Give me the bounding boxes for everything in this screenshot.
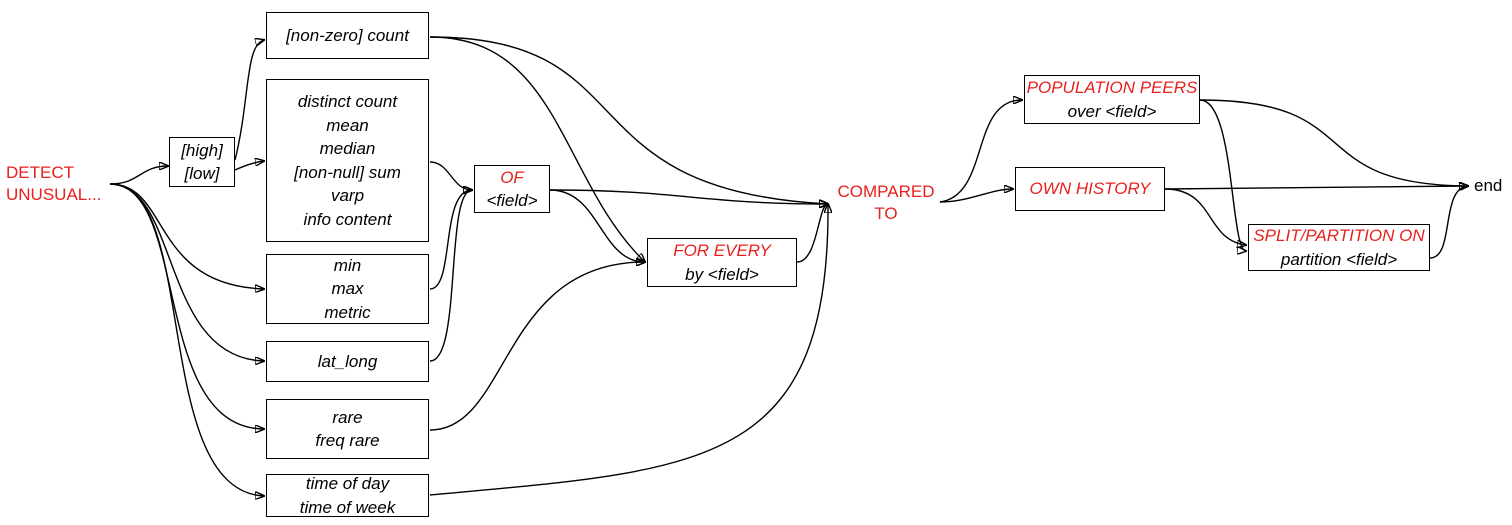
count-box: [non-zero] count bbox=[266, 12, 429, 59]
edge-ownhistory-split bbox=[1164, 188, 1246, 245]
edge-latlong-of bbox=[429, 190, 472, 362]
high-low-box: [high] [low] bbox=[169, 137, 235, 187]
edge-rare-forevery bbox=[429, 262, 645, 431]
detect-unusual-label: DETECT UNUSUAL... bbox=[6, 163, 102, 204]
edge-start-highlow bbox=[109, 166, 168, 185]
edge-start-time bbox=[109, 183, 264, 496]
edge-of-forevery bbox=[549, 189, 645, 262]
edge-time-compared bbox=[429, 204, 828, 496]
edge-highlow-stats bbox=[234, 161, 264, 171]
edge-stats-of bbox=[429, 161, 472, 190]
end-label: end bbox=[1474, 176, 1503, 195]
edge-count-forevery bbox=[429, 36, 645, 262]
edge-count-compared bbox=[429, 36, 828, 204]
edge-minmax-of bbox=[429, 190, 472, 290]
population-peers-box: POPULATION PEERS over <field> bbox=[1024, 75, 1200, 124]
edge-highlow-count bbox=[234, 40, 264, 161]
edge-population-split bbox=[1199, 99, 1246, 251]
edge-population-end bbox=[1199, 99, 1468, 186]
edge-ownhistory-end bbox=[1164, 186, 1468, 189]
for-every-box: FOR EVERY by <field> bbox=[647, 238, 797, 287]
rare-box: rare freq rare bbox=[266, 399, 429, 459]
edge-of-compared bbox=[549, 189, 828, 204]
edge-forevery-compared bbox=[796, 204, 828, 263]
edge-split-end bbox=[1429, 186, 1468, 259]
time-box: time of day time of week bbox=[266, 474, 429, 517]
split-partition-box: SPLIT/PARTITION ON partition <field> bbox=[1248, 224, 1430, 271]
of-field-box: OF <field> bbox=[474, 165, 550, 213]
edge-compared-population bbox=[939, 100, 1022, 203]
stats-box: distinct count mean median [non-null] su… bbox=[266, 79, 429, 242]
compared-to-label: COMPARED TO bbox=[837, 182, 935, 223]
lat-long-box: lat_long bbox=[266, 341, 429, 382]
edge-start-latlong bbox=[109, 183, 264, 361]
edge-compared-ownhistory bbox=[939, 189, 1013, 203]
edge-start-rare bbox=[109, 183, 264, 429]
edge-start-minmax bbox=[109, 183, 264, 289]
own-history-box: OWN HISTORY bbox=[1015, 167, 1165, 211]
min-max-box: min max metric bbox=[266, 254, 429, 324]
